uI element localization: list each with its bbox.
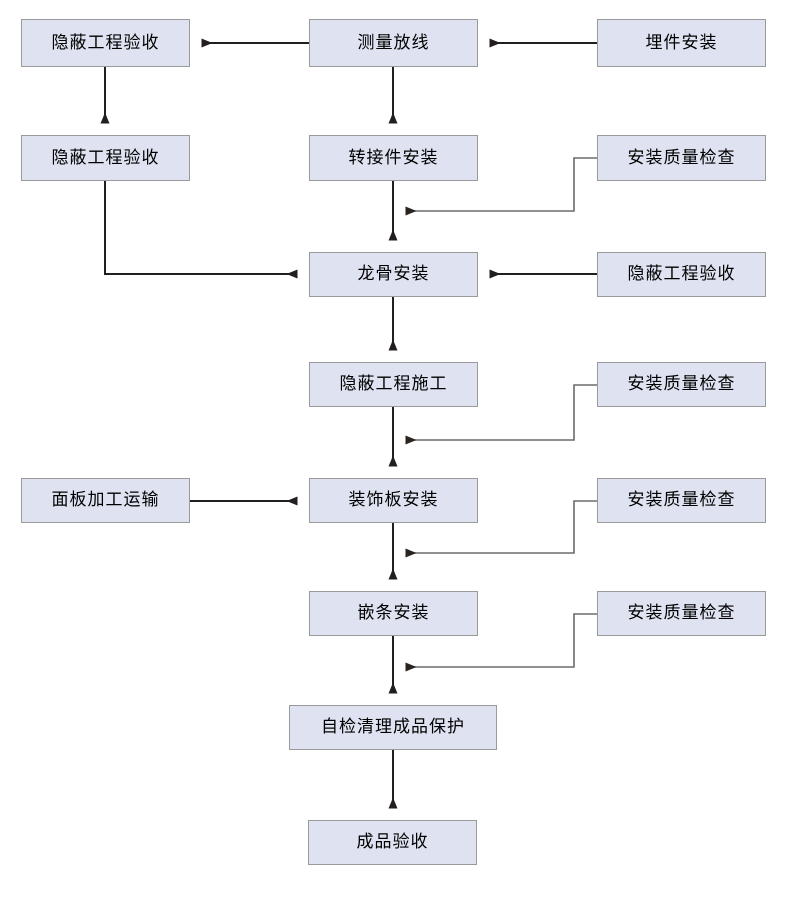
node-anzhuang-zhiliang-jiancha-1[interactable]: 安装质量检查 xyxy=(597,135,766,181)
node-label: 嵌条安装 xyxy=(357,603,430,623)
node-yinbi-gongcheng-shigong[interactable]: 隐蔽工程施工 xyxy=(309,362,478,407)
node-label: 成品验收 xyxy=(356,832,429,852)
node-zijian-qingli-chengpin-baohu[interactable]: 自检清理成品保护 xyxy=(289,705,497,750)
node-label: 埋件安装 xyxy=(645,32,718,53)
node-yinbi-gongcheng-yanshou-1[interactable]: 隐蔽工程验收 xyxy=(21,19,190,67)
edge-inspect-to-yinbishigong-line xyxy=(405,384,597,445)
edge-inspect-to-qiantiao-line xyxy=(405,613,597,672)
edge-inspect-to-zhuanjiejian-line xyxy=(405,157,597,216)
node-celiang-fangxian[interactable]: 测量放线 xyxy=(309,19,478,67)
node-label: 面板加工运输 xyxy=(51,490,160,510)
node-label: 安装质量检查 xyxy=(627,490,736,510)
node-yinbi-gongcheng-yanshou-2[interactable]: 隐蔽工程验收 xyxy=(21,135,190,181)
node-label: 隐蔽工程验收 xyxy=(627,264,736,284)
node-label: 测量放线 xyxy=(357,32,430,53)
edge-yinbi2-to-longgu xyxy=(104,181,298,279)
node-label: 隐蔽工程验收 xyxy=(51,32,160,53)
node-longgu-anzhuang[interactable]: 龙骨安装 xyxy=(309,252,478,297)
node-label: 转接件安装 xyxy=(348,147,439,168)
node-label: 装饰板安装 xyxy=(348,490,439,510)
node-label: 安装质量检查 xyxy=(627,147,736,168)
node-yinbi-gongcheng-yanshou-3[interactable]: 隐蔽工程验收 xyxy=(597,252,766,297)
node-label: 隐蔽工程施工 xyxy=(339,374,448,394)
node-chengpin-yanshou[interactable]: 成品验收 xyxy=(308,820,477,865)
node-label: 自检清理成品保护 xyxy=(321,717,465,737)
node-maijian-anzhuang[interactable]: 埋件安装 xyxy=(597,19,766,67)
node-mianban-jiagong-yunshu[interactable]: 面板加工运输 xyxy=(21,478,190,523)
node-anzhuang-zhiliang-jiancha-4[interactable]: 安装质量检查 xyxy=(597,591,766,636)
node-label: 隐蔽工程验收 xyxy=(51,147,160,168)
node-anzhuang-zhiliang-jiancha-3[interactable]: 安装质量检查 xyxy=(597,478,766,523)
node-label: 龙骨安装 xyxy=(357,264,430,284)
node-label: 安装质量检查 xyxy=(627,603,736,623)
node-zhuangshiban-anzhuang[interactable]: 装饰板安装 xyxy=(309,478,478,523)
edge-inspect-to-zhuangshiban-line xyxy=(405,500,597,558)
node-zhuanjiejian-anzhuang[interactable]: 转接件安装 xyxy=(309,135,478,181)
node-qiantiao-anzhuang[interactable]: 嵌条安装 xyxy=(309,591,478,636)
node-label: 安装质量检查 xyxy=(627,374,736,394)
node-anzhuang-zhiliang-jiancha-2[interactable]: 安装质量检查 xyxy=(597,362,766,407)
